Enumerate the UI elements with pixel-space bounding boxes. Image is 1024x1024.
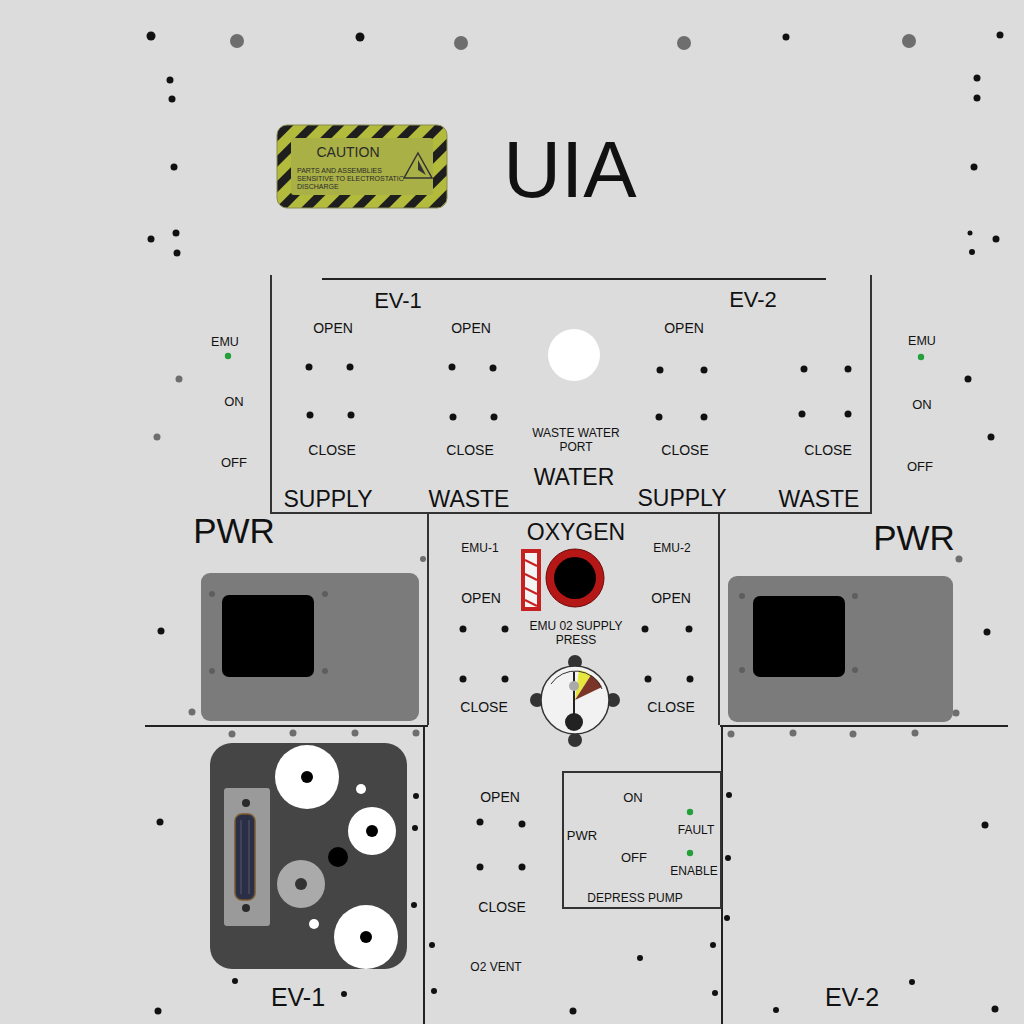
panel-label: ENABLE (670, 865, 717, 879)
panel-label: CAUTION (317, 144, 380, 160)
panel-label: WASTE (429, 486, 510, 512)
panel-label: OPEN (451, 320, 491, 336)
panel-label: CLOSE (804, 442, 851, 458)
panel-label: EV-2 (729, 287, 777, 312)
panel-label: EV-1 (374, 288, 422, 313)
panel-label: PWR (567, 829, 597, 844)
panel-label: OFF (621, 851, 647, 866)
panel-label: EMU (908, 334, 936, 348)
panel-label: CLOSE (647, 699, 694, 715)
panel-title: UIA (503, 124, 636, 216)
power-connector: PWR (201, 573, 419, 721)
panel-label: OPEN (461, 590, 501, 606)
panel-label: CLOSE (460, 699, 507, 715)
panel-label: ON (912, 398, 932, 413)
depress-pump-box: ON PWR FAULT OFF ENABLE DEPRESS PUMP (562, 771, 722, 909)
panel-label: OFF (221, 456, 247, 471)
panel-label: OPEN (480, 789, 520, 805)
caution-sticker: CAUTION PARTS AND ASSEMBLIES SENSITIVE TO… (277, 125, 447, 208)
panel-label: CLOSE (446, 442, 493, 458)
umbilical-connector: EV-1 (210, 743, 407, 969)
panel-label: EV-1 (271, 983, 325, 1012)
panel-label: EV-2 (825, 983, 879, 1012)
panel-label: CLOSE (478, 899, 525, 915)
panel-label: SUPPLY (283, 486, 372, 512)
panel-label: PWR (873, 518, 955, 558)
panel-label: EMU-1 (461, 542, 498, 556)
panel-label: OPEN (313, 320, 353, 336)
panel-label: O2 VENT (470, 961, 521, 975)
panel-label: OPEN (651, 590, 691, 606)
panel-label: PWR (193, 511, 275, 551)
panel-label: EMU-2 (653, 542, 690, 556)
panel-label: EMU (211, 335, 239, 349)
panel-label: DEPRESS PUMP (587, 892, 682, 906)
panel-label: OPEN (664, 320, 704, 336)
panel-label: EMU 02 SUPPLY PRESS (528, 620, 624, 648)
power-connector: PWR (728, 576, 953, 722)
panel-label: OXYGEN (527, 519, 625, 545)
panel-label: ON (224, 395, 244, 410)
panel-label: PARTS AND ASSEMBLIES SENSITIVE TO ELECTR… (297, 167, 405, 191)
water-panel: EV-1 EV-2OPEN OPEN OPEN CLOSE CLOSE CLOSE CLOSE… (270, 275, 872, 514)
oxygen-panel: OXYGEN EMU-1 EMU-2OPEN OPEN EMU 02 SUPPLY PR… (427, 514, 720, 725)
panel-label: CLOSE (661, 442, 708, 458)
panel-label: ON (623, 791, 643, 806)
panel-label: CLOSE (308, 442, 355, 458)
panel-label: FAULT (678, 824, 714, 838)
panel-label: SUPPLY (637, 485, 726, 511)
panel-label: WATER (534, 464, 615, 490)
panel-label: WASTE WATER PORT (526, 427, 626, 455)
panel-label: WASTE (779, 486, 860, 512)
panel-label: OFF (907, 460, 933, 475)
